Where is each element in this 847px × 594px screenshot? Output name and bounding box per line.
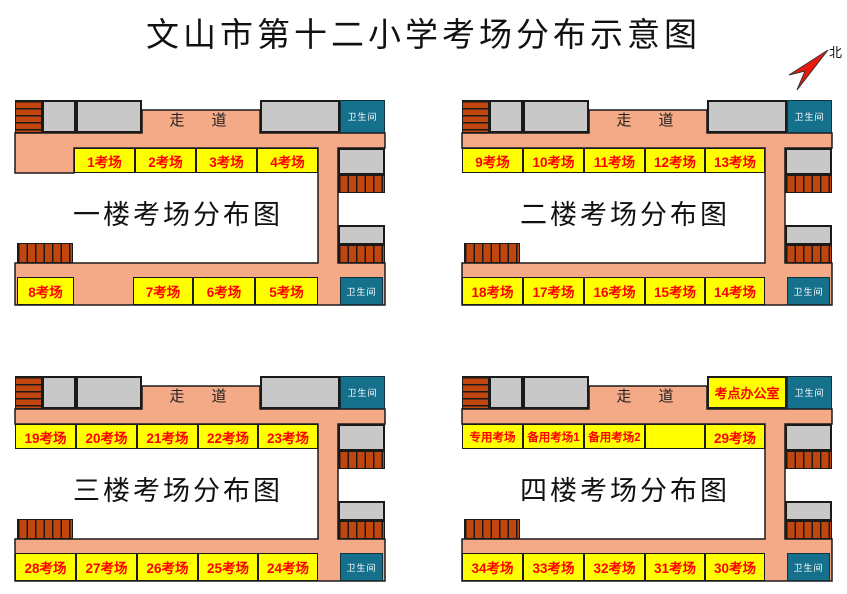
page-title: 文山市第十二小学考场分布示意图 [146,18,701,54]
stairs-block [15,376,42,409]
exam-room: 20考场 [76,424,137,449]
stairs-block [17,243,73,263]
classroom-block [338,148,385,175]
exam-room: 备用考场1 [523,424,584,449]
exam-room: 26考场 [137,553,198,581]
exam-room: 34考场 [462,553,523,581]
exam-room: 12考场 [645,148,705,173]
corridor-label: 走 道 [169,389,233,405]
exam-room: 28考场 [15,553,76,581]
floor-title: 二楼考场分布图 [520,200,730,230]
floor-plan-4: 走 道 考点办公室 卫生间 卫生间 四楼考场分布图 专用考场 备用考场1 备用考… [455,371,835,586]
classroom-block [76,100,142,133]
stairs-block [785,451,832,469]
corridor-label: 走 道 [616,389,680,405]
classroom-block [42,100,76,133]
exam-room: 33考场 [523,553,584,581]
exam-room: 21考场 [137,424,198,449]
north-compass: 北 [786,42,844,92]
exam-room: 5考场 [255,277,318,305]
exam-room: 22考场 [198,424,258,449]
exam-room: 14考场 [705,277,765,305]
bathroom-block: 卫生间 [787,553,830,581]
exam-room: 23考场 [258,424,318,449]
exam-room: 8考场 [17,277,74,305]
north-arrow-icon [788,49,829,91]
exam-room: 3考场 [196,148,257,173]
classroom-block [260,100,340,133]
exam-room: 32考场 [584,553,645,581]
exam-room: 29考场 [705,424,765,449]
stairs-block [338,245,385,263]
classroom-block [489,100,523,133]
classroom-block [489,376,523,409]
stairs-block [338,175,385,193]
exam-room: 17考场 [523,277,584,305]
stairs-block [464,519,520,539]
exam-room [645,424,705,449]
bathroom-block: 卫生间 [340,277,383,305]
stairs-block [338,521,385,539]
bathroom-block: 卫生间 [340,376,385,409]
bathroom-block: 卫生间 [340,553,383,581]
floor-plan-2: 走 道 卫生间 卫生间 二楼考场分布图 9考场 10考场 11考场 12考场 1… [455,95,835,310]
classroom-block [523,376,589,409]
exam-room: 18考场 [462,277,523,305]
classroom-block [785,424,832,451]
floor-title: 三楼考场分布图 [73,476,283,506]
stairs-block [462,376,489,409]
stairs-block [785,245,832,263]
bathroom-block: 卫生间 [787,376,832,409]
exam-room: 16考场 [584,277,645,305]
north-label: 北 [828,45,842,60]
exam-room: 30考场 [705,553,765,581]
stairs-block [338,451,385,469]
bathroom-block: 卫生间 [787,100,832,133]
floor-plan-1: 走 道 卫生间 卫生间 一楼考场分布图 1考场 2考场 3考场 4考场 8考场 … [8,95,388,310]
exam-room: 9考场 [462,148,523,173]
stairs-block [15,100,42,133]
exam-room: 备用考场2 [584,424,645,449]
classroom-block [523,100,589,133]
classroom-block [76,376,142,409]
bathroom-block: 卫生间 [340,100,385,133]
exam-room: 27考场 [76,553,137,581]
exam-room: 7考场 [133,277,193,305]
corridor-label: 走 道 [169,113,233,129]
stairs-block [17,519,73,539]
exam-room: 2考场 [135,148,196,173]
exam-room: 11考场 [584,148,645,173]
exam-room: 24考场 [258,553,318,581]
exam-room: 15考场 [645,277,705,305]
classroom-block [42,376,76,409]
floor-title: 四楼考场分布图 [520,476,730,506]
classroom-block [338,501,385,521]
classroom-block [338,225,385,245]
exam-room: 25考场 [198,553,258,581]
exam-room: 19考场 [15,424,76,449]
classroom-block [785,225,832,245]
classroom-block [707,100,787,133]
stairs-block [785,521,832,539]
exam-room: 13考场 [705,148,765,173]
floor-plan-3: 走 道 卫生间 卫生间 三楼考场分布图 19考场 20考场 21考场 22考场 … [8,371,388,586]
exam-room: 31考场 [645,553,705,581]
classroom-block [260,376,340,409]
bathroom-block: 卫生间 [787,277,830,305]
stairs-block [462,100,489,133]
exam-room: 4考场 [257,148,318,173]
classroom-block [785,501,832,521]
exam-room: 1考场 [74,148,135,173]
exam-office-room: 考点办公室 [707,376,787,409]
exam-room: 10考场 [523,148,584,173]
exam-room: 6考场 [193,277,255,305]
classroom-block [785,148,832,175]
corridor-label: 走 道 [616,113,680,129]
stairs-block [464,243,520,263]
classroom-block [338,424,385,451]
exam-room: 专用考场 [462,424,523,449]
stairs-block [785,175,832,193]
floor-title: 一楼考场分布图 [73,200,283,230]
